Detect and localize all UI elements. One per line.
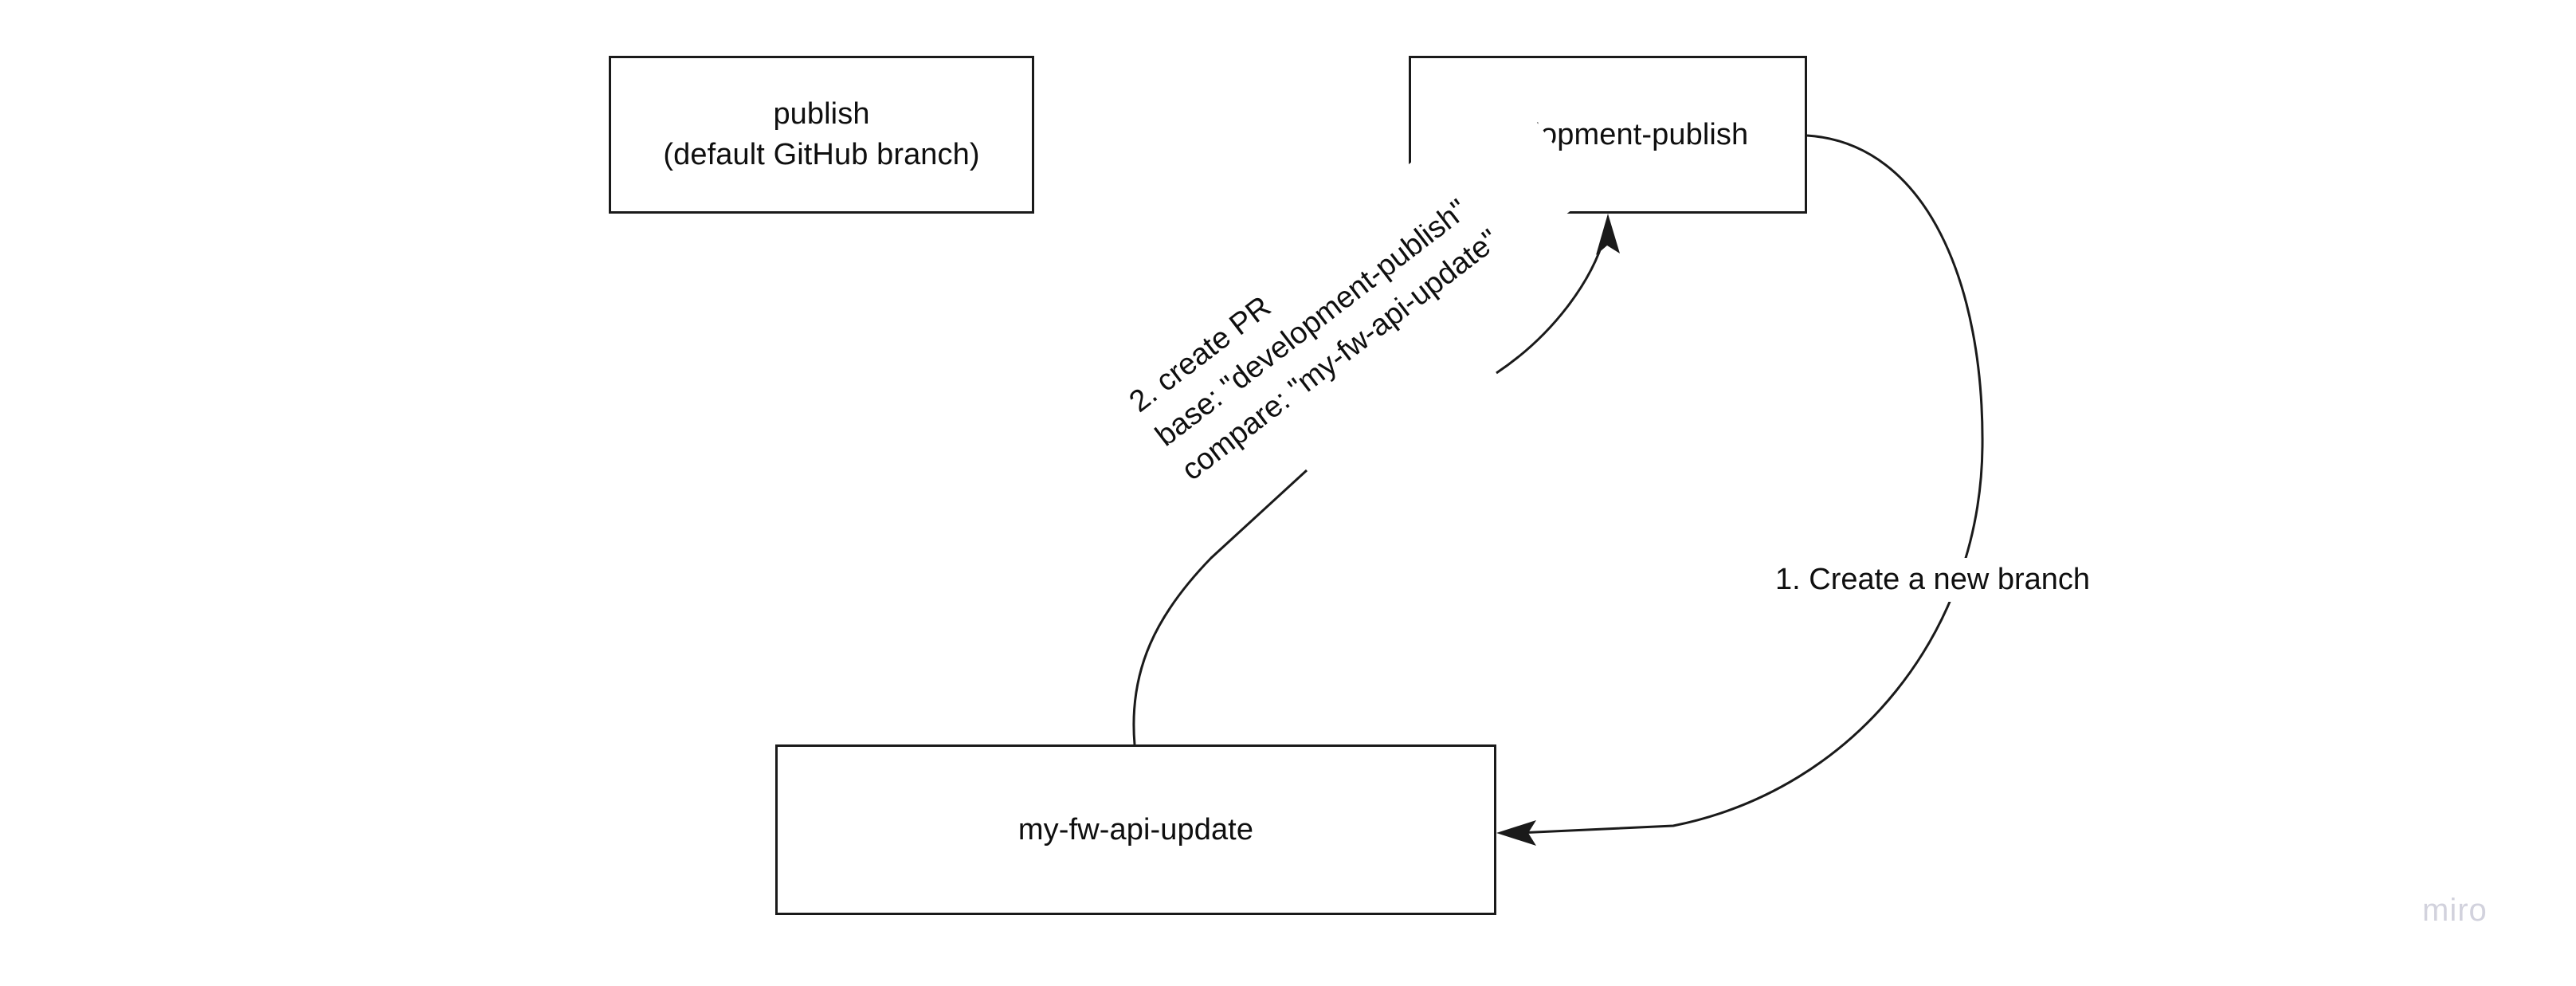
edge-create-branch-path <box>1517 134 1984 835</box>
edge-create-pr-path-upper <box>1496 235 1606 375</box>
node-publish[interactable]: publish (default GitHub branch) <box>609 56 1034 214</box>
edge-label-create-pr: 2. create PR base: "development-publish"… <box>1114 86 1593 498</box>
node-my-fw-api-update-label: my-fw-api-update <box>1017 812 1254 847</box>
edge-create-pr-path <box>1132 469 1308 745</box>
miro-watermark: miro <box>2422 893 2488 928</box>
edge-label-create-branch: 1. Create a new branch <box>1767 558 2099 603</box>
node-my-fw-api-update[interactable]: my-fw-api-update <box>775 744 1496 915</box>
edge-create-pr-arrowhead <box>1596 214 1620 255</box>
edge-create-branch-arrowhead <box>1496 820 1536 846</box>
node-publish-label: publish (default GitHub branch) <box>663 97 980 171</box>
